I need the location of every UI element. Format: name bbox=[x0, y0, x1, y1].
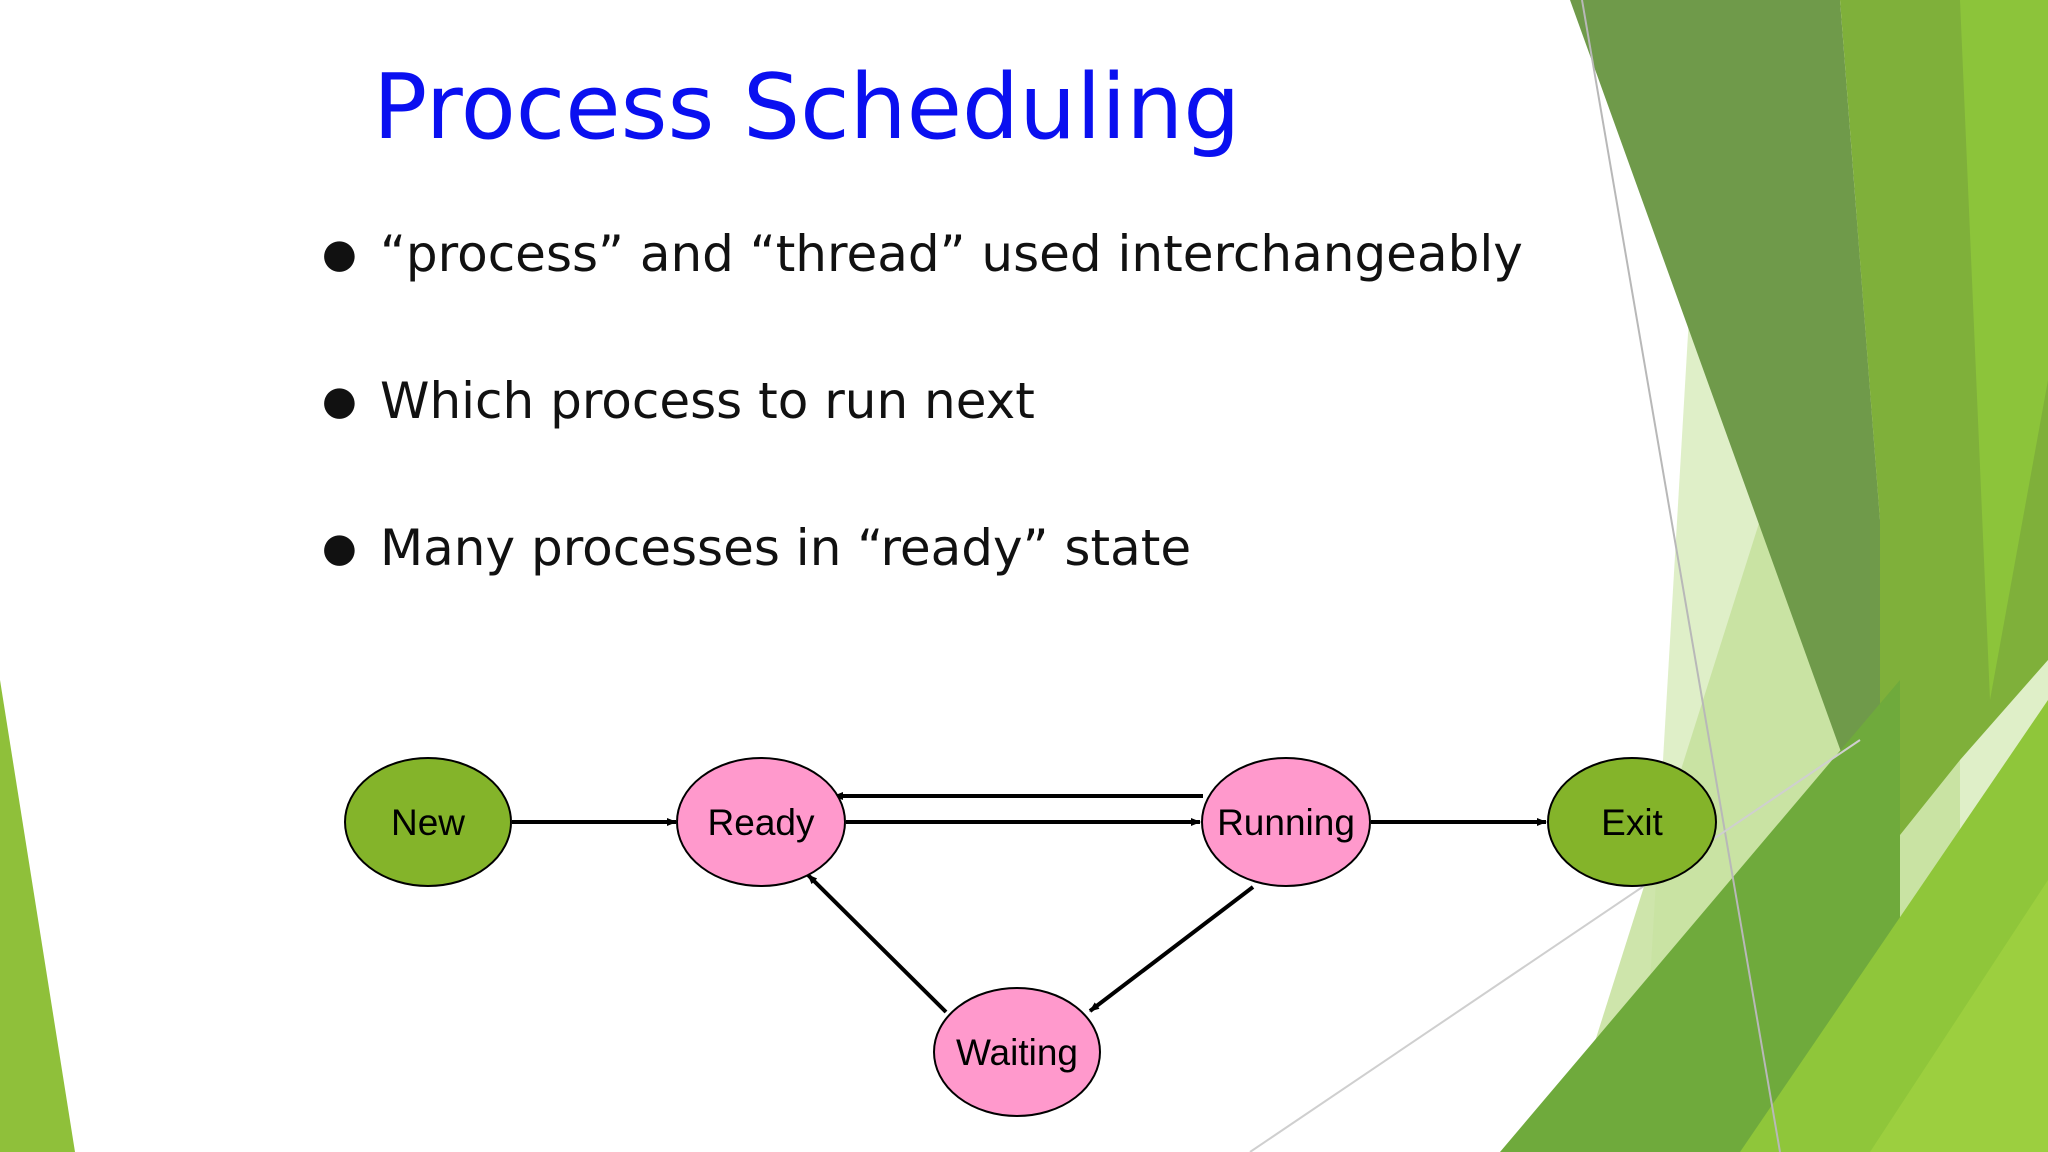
node-new: New bbox=[344, 757, 512, 887]
bullet-text: “process” and “thread” used interchangea… bbox=[380, 225, 1523, 283]
edge-waiting-to-ready bbox=[806, 873, 948, 1014]
node-ready-shape bbox=[676, 757, 846, 887]
right-facet-bottom-left bbox=[1500, 680, 1900, 1152]
decor-line-1 bbox=[1581, 0, 1781, 1152]
node-new-shape bbox=[344, 757, 512, 887]
right-facet-bottom-lime bbox=[1870, 880, 2048, 1152]
bullet-text: Which process to run next bbox=[380, 372, 1035, 430]
decor-line-2 bbox=[1249, 739, 1861, 1152]
bullet-item: ● Many processes in “ready” state bbox=[322, 516, 1191, 580]
slide-title: Process Scheduling bbox=[373, 55, 1241, 160]
edge-running-to-waiting bbox=[1088, 885, 1255, 1013]
node-waiting: Waiting bbox=[933, 987, 1101, 1117]
right-facet-dark-top bbox=[1570, 0, 1880, 860]
bullet-dot-icon: ● bbox=[322, 378, 357, 424]
node-exit-shape bbox=[1547, 757, 1717, 887]
right-facet-bright-top bbox=[1960, 0, 2048, 700]
node-exit: Exit bbox=[1547, 757, 1717, 887]
node-running-shape bbox=[1201, 757, 1371, 887]
bullet-dot-icon: ● bbox=[322, 525, 357, 571]
node-new-label: New bbox=[391, 802, 465, 843]
node-running: Running bbox=[1201, 757, 1371, 887]
node-waiting-shape bbox=[933, 987, 1101, 1117]
bullet-text: Many processes in “ready” state bbox=[380, 519, 1192, 577]
bullet-dot-icon: ● bbox=[322, 231, 357, 277]
left-green-sliver bbox=[0, 680, 75, 1152]
node-ready-label: Ready bbox=[708, 802, 815, 843]
node-ready: Ready bbox=[676, 757, 846, 887]
bullet-item: ● “process” and “thread” used interchange… bbox=[322, 222, 1523, 286]
bullet-item: ● Which process to run next bbox=[322, 369, 1035, 433]
node-waiting-label: Waiting bbox=[956, 1032, 1078, 1073]
node-running-label: Running bbox=[1217, 802, 1355, 843]
node-exit-label: Exit bbox=[1601, 802, 1663, 843]
